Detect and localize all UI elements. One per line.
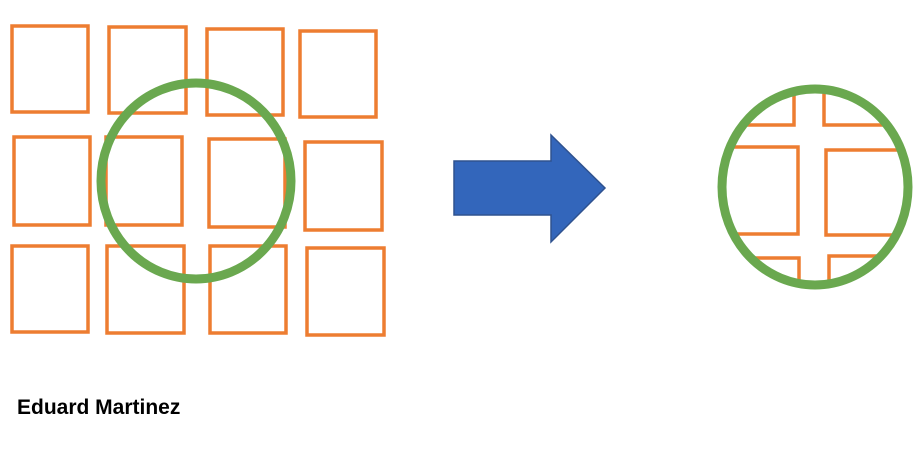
- grid-square: [207, 137, 287, 229]
- grid-square: [208, 244, 288, 335]
- grid-square: [205, 27, 285, 117]
- author-name: Eduard Martinez: [17, 396, 181, 419]
- grid-square: [12, 135, 92, 227]
- zoomed-square: [722, 89, 796, 127]
- zoomed-view: [717, 84, 913, 290]
- zoomed-square: [827, 254, 908, 285]
- right-arrow-icon: [453, 133, 607, 244]
- zoomed-square: [824, 148, 908, 237]
- zoomed-square: [722, 145, 800, 236]
- grid-square: [303, 140, 384, 232]
- zoomed-square: [722, 256, 801, 285]
- zoomed-square: [822, 89, 908, 127]
- square-grid: [10, 24, 386, 337]
- grid-square: [298, 29, 378, 119]
- grid-square: [10, 244, 90, 334]
- grid-square: [10, 24, 90, 114]
- zoom-circle: [717, 84, 913, 290]
- grid-square: [105, 244, 186, 335]
- grid-square: [104, 135, 184, 227]
- selection-circle: [96, 78, 296, 284]
- grid-square: [305, 246, 386, 337]
- grid-square: [107, 25, 188, 115]
